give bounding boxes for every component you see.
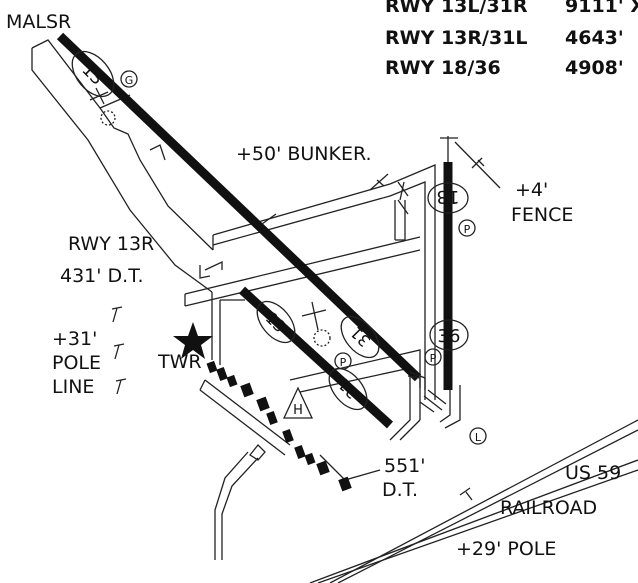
parking-icon: P bbox=[334, 352, 352, 370]
svg-text:L: L bbox=[475, 431, 482, 444]
svg-text:P: P bbox=[340, 356, 347, 369]
runway-table-row-1-length: 9111' X bbox=[565, 0, 638, 17]
obstruction-icon bbox=[301, 301, 331, 347]
bunker-label: +50' BUNKER. bbox=[236, 143, 372, 165]
runway-end-36: 36 bbox=[429, 319, 469, 351]
svg-text:G: G bbox=[125, 74, 134, 87]
svg-text:P: P bbox=[464, 223, 471, 236]
runway-table-row-2-id: RWY 13R/31L bbox=[385, 27, 528, 49]
pole-height-label: +31' bbox=[52, 328, 97, 350]
taxiway-outlines bbox=[31, 39, 461, 560]
tower-label: TWR bbox=[157, 351, 202, 373]
malsr-label: MALSR bbox=[6, 11, 71, 33]
glide-slope-icon: G bbox=[120, 70, 138, 88]
rwy13r-dt-label-1: RWY 13R bbox=[68, 233, 154, 255]
runway-table-row-1-id: RWY 13L/31R bbox=[385, 0, 528, 17]
fence-marks bbox=[261, 141, 501, 413]
threshold-13r-marker bbox=[204, 260, 223, 271]
obstruction-icon bbox=[89, 87, 116, 126]
dt-551-label-2: D.T. bbox=[382, 479, 418, 501]
lighting-icon: L bbox=[469, 427, 487, 445]
runway-13l-31r bbox=[56, 32, 422, 388]
us59-label: US 59 bbox=[565, 462, 621, 484]
threshold-31r-marker bbox=[409, 371, 426, 390]
line-label: LINE bbox=[52, 376, 94, 398]
building-row bbox=[206, 360, 352, 492]
rwy13r-dt-label-2: 431' D.T. bbox=[60, 265, 144, 287]
runway-table: RWY 13L/31R 9111' X RWY 13R/31L 4643' RW… bbox=[385, 0, 638, 79]
svg-text:P: P bbox=[430, 352, 437, 365]
svg-text:18: 18 bbox=[437, 186, 460, 207]
parking-icon: P bbox=[424, 348, 442, 366]
railroad-label: RAILROAD bbox=[500, 497, 597, 519]
svg-text:H: H bbox=[293, 403, 303, 418]
runway-table-row-2-length: 4643' bbox=[565, 27, 624, 49]
threshold-13r-bar bbox=[199, 265, 211, 279]
parking-icon: P bbox=[458, 219, 476, 237]
runway-table-row-3-length: 4908' bbox=[565, 57, 624, 79]
runway-table-row-3-id: RWY 18/36 bbox=[385, 57, 501, 79]
runway-13r-31l bbox=[238, 286, 394, 429]
pole-label: POLE bbox=[52, 352, 101, 374]
dt-551-label-1: 551' bbox=[384, 455, 426, 477]
helipad-icon: H bbox=[282, 386, 314, 419]
fence-gate bbox=[440, 136, 458, 162]
fence-label: FENCE bbox=[511, 204, 573, 226]
svg-text:36: 36 bbox=[438, 326, 461, 347]
highway-railroad bbox=[309, 419, 638, 583]
runway-end-18: 18 bbox=[427, 182, 469, 214]
fence-height-label: +4' bbox=[515, 179, 548, 201]
tower-star-icon bbox=[173, 322, 213, 359]
pole-line-symbols bbox=[111, 306, 127, 395]
pole-29-label: +29' POLE bbox=[456, 538, 556, 560]
